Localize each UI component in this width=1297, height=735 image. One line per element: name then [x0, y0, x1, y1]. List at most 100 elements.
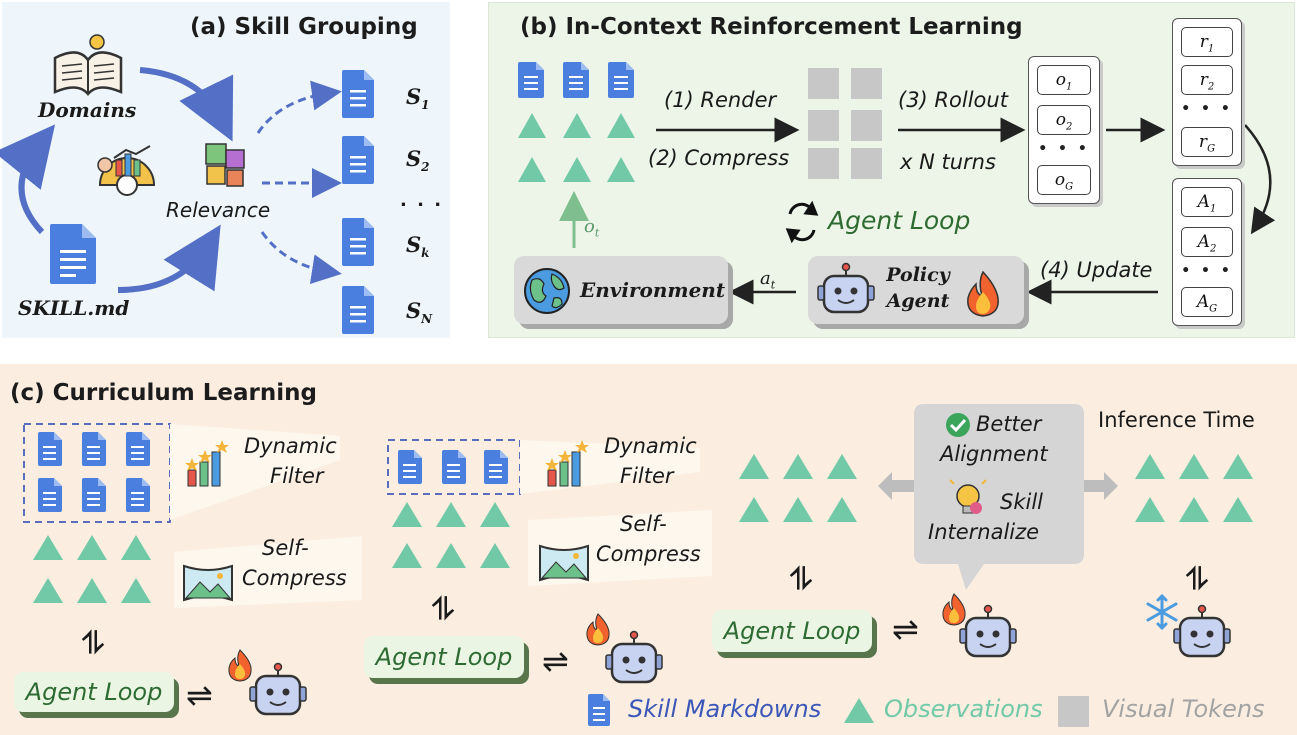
advantage-dots: • • •: [1181, 263, 1233, 279]
action-t-label: at: [760, 268, 776, 292]
agent-loop-pill-1: Agent Loop: [14, 672, 174, 712]
swap-arrow-3: ⇌: [892, 610, 919, 648]
output-dots: • • •: [1038, 141, 1090, 157]
image-compress-icon-1: [183, 564, 233, 602]
advantage-1: A1: [1181, 187, 1233, 217]
speech-bubble: [914, 404, 1084, 590]
arrow-right-gray: [1084, 472, 1118, 500]
s1-label: S1: [406, 84, 430, 113]
sk-label: Sk: [406, 232, 430, 261]
doc-icons-c2: [398, 450, 508, 484]
image-compress-icon-2: [539, 544, 589, 582]
sn-label: SN: [406, 298, 433, 327]
self-label-1: Self-: [262, 536, 309, 560]
rollout-label: (3) Rollout: [898, 88, 1008, 112]
output-1: o1: [1037, 65, 1091, 95]
turns-label: x N turns: [900, 150, 996, 174]
dashed-arrow-s1: [256, 80, 342, 134]
lightbulb-icon: [949, 479, 987, 514]
relevance-label: Relevance: [166, 198, 271, 222]
arrow-skillmd-to-relevance: [117, 224, 221, 293]
inference-time-label: Inference Time: [1098, 408, 1255, 432]
doc-icon-s2: [342, 136, 374, 184]
bar-chart-star-icon-2: [545, 440, 589, 487]
arrow-domains-to-relevance: [139, 67, 234, 142]
robot-icon-c1: [249, 662, 307, 716]
panel-c-title: (c) Curriculum Learning: [10, 380, 317, 406]
render-label: (1) Render: [664, 88, 777, 112]
filter-label-1: Filter: [270, 464, 324, 488]
output-g: oG: [1037, 165, 1091, 195]
doc-icon-s1: [342, 70, 374, 118]
legend-skill-markdowns: Skill Markdowns: [628, 695, 822, 723]
rewards-column: r1 r2 • • • rG: [1172, 18, 1242, 166]
alignment-label: Alignment: [940, 442, 1048, 466]
arrow-rewards-to-advantages: [1244, 124, 1276, 235]
reward-dots: • • •: [1181, 101, 1233, 117]
legend-doc-icon: [588, 694, 610, 726]
robot-icon-c4: [1173, 604, 1231, 658]
doc-icon-sk: [342, 218, 374, 266]
reward-1: r1: [1181, 27, 1233, 57]
agent-loop-pill-2: Agent Loop: [364, 636, 524, 678]
legend-gray-square-icon: [1058, 696, 1089, 727]
agent-loop-pill-3: Agent Loop: [712, 610, 872, 652]
snowflake-icon: [1146, 594, 1178, 630]
compress-label-1: Compress: [242, 566, 347, 590]
obs-t-label: ot: [584, 216, 600, 240]
compress-label: (2) Compress: [648, 146, 790, 170]
dynamic-label-1: Dynamic: [244, 434, 337, 458]
dashed-arrow-sk: [260, 231, 342, 285]
analytics-gear-icon: [97, 145, 156, 196]
globe-icon: [524, 268, 570, 314]
reward-2: r2: [1181, 65, 1233, 95]
arrow-left-gray: [878, 472, 914, 500]
dynamic-label-2: Dynamic: [604, 434, 697, 458]
s-dots: . . .: [400, 190, 444, 211]
advantage-g: AG: [1181, 287, 1233, 317]
reward-g: rG: [1181, 127, 1233, 157]
fire-icon-c1: [228, 649, 252, 682]
updown-arrow-3: ⥮: [790, 562, 812, 597]
doc-icon-sn: [342, 286, 374, 334]
panel-b-title: (b) In-Context Reinforcement Learning: [520, 14, 1023, 40]
doc-icon-b2: [563, 62, 589, 98]
book-icon: [53, 34, 123, 96]
swap-arrow-1: ⇌: [186, 676, 213, 714]
s2-label: S2: [406, 146, 430, 175]
outputs-column: o1 o2 • • • oG: [1028, 56, 1100, 204]
panel-a-title: (a) Skill Grouping: [190, 14, 418, 40]
compress-label-2: Compress: [596, 542, 701, 566]
doc-icons-c1: [38, 432, 150, 512]
agent-loop-label: Agent Loop: [828, 206, 971, 235]
observation-triangles-c: [33, 454, 1253, 603]
refresh-loop-icon: [785, 200, 819, 244]
self-label-2: Self-: [620, 512, 667, 536]
arrow-skillmd-to-analytics: [0, 124, 56, 235]
update-label: (4) Update: [1040, 258, 1153, 282]
robot-icon: [817, 262, 875, 314]
updown-arrow-4: ⥮: [1186, 562, 1208, 597]
output-2: o2: [1037, 105, 1091, 135]
bar-chart-star-icon-1: [185, 440, 229, 487]
fire-icon-c2: [586, 613, 610, 646]
updown-arrow-1: ⥮: [82, 626, 104, 661]
skill-md-doc-icon: [50, 224, 96, 284]
legend-visual-tokens: Visual Tokens: [1102, 695, 1265, 723]
advantages-column: A1 A2 • • • AG: [1172, 178, 1242, 326]
robot-icon-c2: [605, 630, 663, 684]
legend-observations: Observations: [884, 695, 1043, 723]
visual-token-grid: [808, 68, 882, 179]
legend-triangle-icon: [844, 698, 874, 723]
observation-triangles-b: [518, 113, 635, 182]
environment-label: Environment: [580, 278, 726, 302]
skill-md-label: SKILL.md: [18, 296, 130, 320]
robot-icon-c3: [959, 604, 1017, 658]
skill-label: Skill: [1000, 490, 1043, 514]
domains-label: Domains: [38, 98, 137, 122]
